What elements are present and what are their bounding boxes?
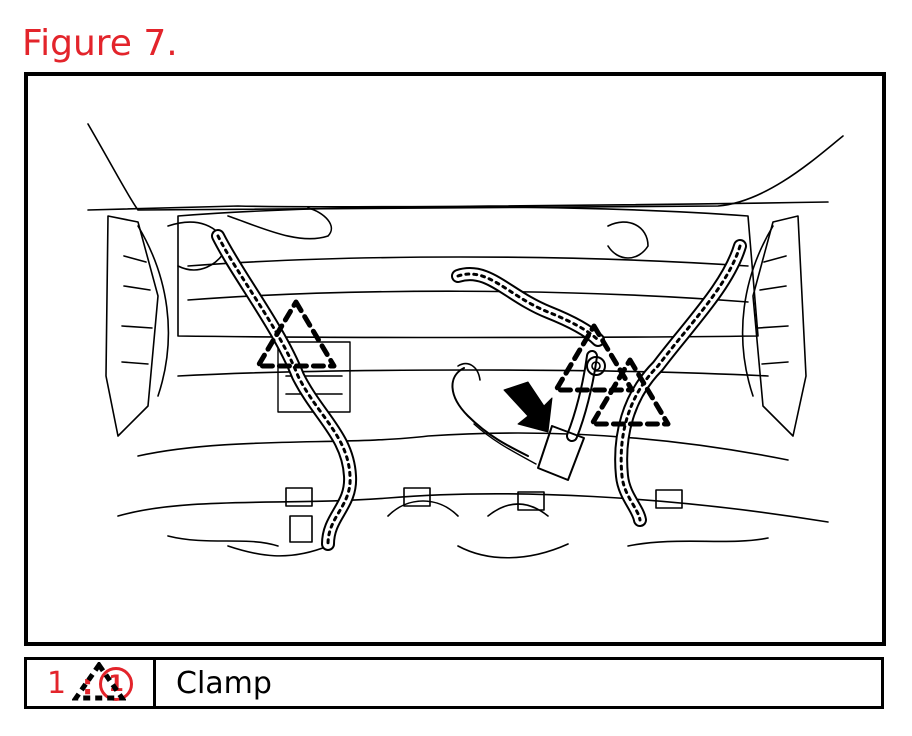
right-housing [752,215,807,437]
left-housing [105,215,159,437]
figure-title: Figure 7. [22,23,178,64]
left-harness [211,229,358,551]
connector [537,425,585,481]
engine-harness-illustration [87,123,844,559]
clamp-marker [553,323,635,393]
body-outline [87,123,844,211]
arrow-indicator [503,381,553,433]
part-number: 1 [24,657,156,709]
part-name: Clamp [153,657,884,709]
diagram-frame: : 1 [24,72,886,701]
main-panel [177,206,759,339]
table-row: 1 Clamp [24,657,884,709]
clamp-bolt [586,356,606,376]
clamp-marker [589,357,671,427]
parts-table: 1 Clamp [24,657,884,709]
clamp-marker [255,299,337,369]
